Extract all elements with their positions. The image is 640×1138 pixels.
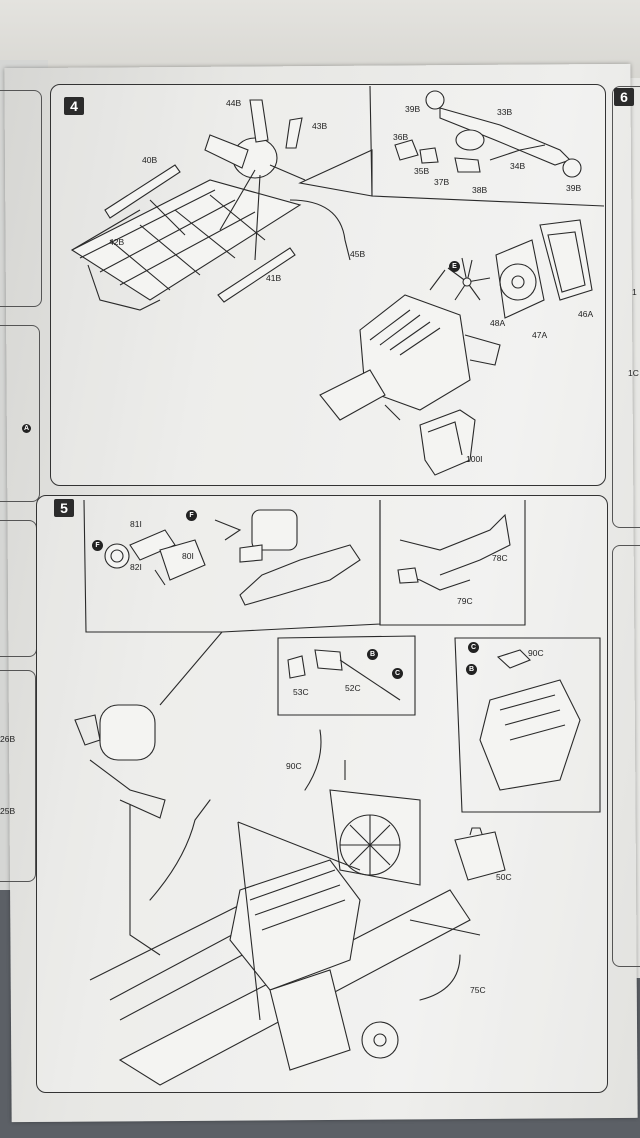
engine-inset-drawing bbox=[479, 649, 581, 791]
part-33b: 33B bbox=[497, 107, 513, 117]
hose-90 bbox=[304, 729, 322, 791]
part-50c: 50C bbox=[496, 872, 512, 882]
injector-parts bbox=[287, 649, 401, 701]
prev-page-panel-2 bbox=[0, 325, 40, 502]
engine-block bbox=[319, 294, 501, 421]
next-page-label-1c: 1C bbox=[628, 368, 639, 378]
prev-page-label-25: 25B bbox=[0, 806, 16, 816]
part-75c: 75C bbox=[470, 985, 486, 995]
step-5-badge: 5 bbox=[54, 499, 74, 517]
next-page-label-1: 1 bbox=[632, 287, 637, 297]
air-cleaner-assembly bbox=[74, 704, 166, 819]
leaf-spring-40 bbox=[104, 164, 181, 219]
part-81i: 81I bbox=[130, 519, 142, 529]
part-40b: 40B bbox=[142, 155, 158, 165]
fan-48 bbox=[447, 257, 491, 301]
exhaust-pipe-75 bbox=[419, 954, 461, 1001]
step-5-injector-inset bbox=[277, 635, 416, 716]
part-36b: 36B bbox=[393, 132, 409, 142]
part-46a: 46A bbox=[578, 309, 594, 319]
part-42b: 42B bbox=[109, 237, 125, 247]
part-80i: 80I bbox=[182, 551, 194, 561]
part-39b-left: 39B bbox=[405, 104, 421, 114]
part-39b-right: 39B bbox=[566, 183, 582, 193]
engine-leader-lines bbox=[384, 269, 446, 421]
step-5-inset-chevron-1 bbox=[214, 519, 242, 541]
tie-rod-45 bbox=[289, 199, 351, 261]
prev-page-marker-a: A bbox=[22, 424, 31, 433]
part-90c-inset: 90C bbox=[528, 648, 544, 658]
radiator-shroud-47 bbox=[495, 239, 545, 319]
part-37b: 37B bbox=[434, 177, 450, 187]
step-5-leader-lines bbox=[129, 760, 481, 1021]
fuel-tank-100 bbox=[419, 409, 476, 476]
leaf-spring-41 bbox=[217, 247, 296, 303]
step-6-badge: 6 bbox=[614, 88, 634, 106]
next-page-panel-7 bbox=[612, 545, 640, 967]
part-52c: 52C bbox=[345, 683, 361, 693]
part-47a: 47A bbox=[532, 330, 548, 340]
axle-housing-44 bbox=[204, 99, 306, 181]
marker-c-injector: C bbox=[392, 668, 403, 679]
step-5-top-inset-divider bbox=[221, 500, 381, 633]
marker-c-engine: C bbox=[468, 642, 479, 653]
part-90c-main: 90C bbox=[286, 761, 302, 771]
air-cleaner-bracket-inset bbox=[239, 509, 361, 606]
part-82i: 82I bbox=[130, 562, 142, 572]
prev-page-label-26: 26B bbox=[0, 734, 16, 744]
step-4-badge: 4 bbox=[64, 97, 84, 115]
part-44b: 44B bbox=[226, 98, 242, 108]
marker-e: E bbox=[449, 261, 460, 272]
shock-42 bbox=[71, 209, 141, 251]
part-100i: 100I bbox=[466, 454, 483, 464]
part-53c: 53C bbox=[293, 687, 309, 697]
part-34b: 34B bbox=[510, 161, 526, 171]
part-78c: 78C bbox=[492, 553, 508, 563]
step-5-engine-inset bbox=[454, 637, 601, 813]
next-page-panel-6 bbox=[612, 86, 640, 528]
front-axle-assembly bbox=[394, 90, 582, 178]
bracket-78-79 bbox=[397, 513, 511, 591]
step-4-leader-lines bbox=[149, 169, 261, 261]
prev-page-panel-1 bbox=[0, 90, 42, 307]
main-chassis-assembly bbox=[89, 789, 471, 1086]
part-35b: 35B bbox=[414, 166, 430, 176]
step-5-right-inset-frame bbox=[379, 500, 526, 626]
part-43b: 43B bbox=[312, 121, 328, 131]
part-41b: 41B bbox=[266, 273, 282, 283]
reservoir-50 bbox=[454, 827, 506, 881]
part-48a: 48A bbox=[490, 318, 506, 328]
marker-b-engine: B bbox=[466, 664, 477, 675]
prev-page-panel-4 bbox=[0, 670, 36, 882]
part-38b: 38B bbox=[472, 185, 488, 195]
intake-hose bbox=[149, 799, 211, 901]
marker-b-injector: B bbox=[367, 649, 378, 660]
part-79c: 79C bbox=[457, 596, 473, 606]
chassis-frame bbox=[70, 179, 302, 311]
axle-callout bbox=[298, 149, 373, 197]
step-5-top-inset-frame bbox=[83, 499, 224, 706]
air-filter-parts bbox=[104, 529, 206, 586]
part-45b: 45B bbox=[350, 249, 366, 259]
marker-f-top: F bbox=[186, 510, 197, 521]
marker-f-left: F bbox=[92, 540, 103, 551]
radiator-46 bbox=[539, 219, 593, 301]
